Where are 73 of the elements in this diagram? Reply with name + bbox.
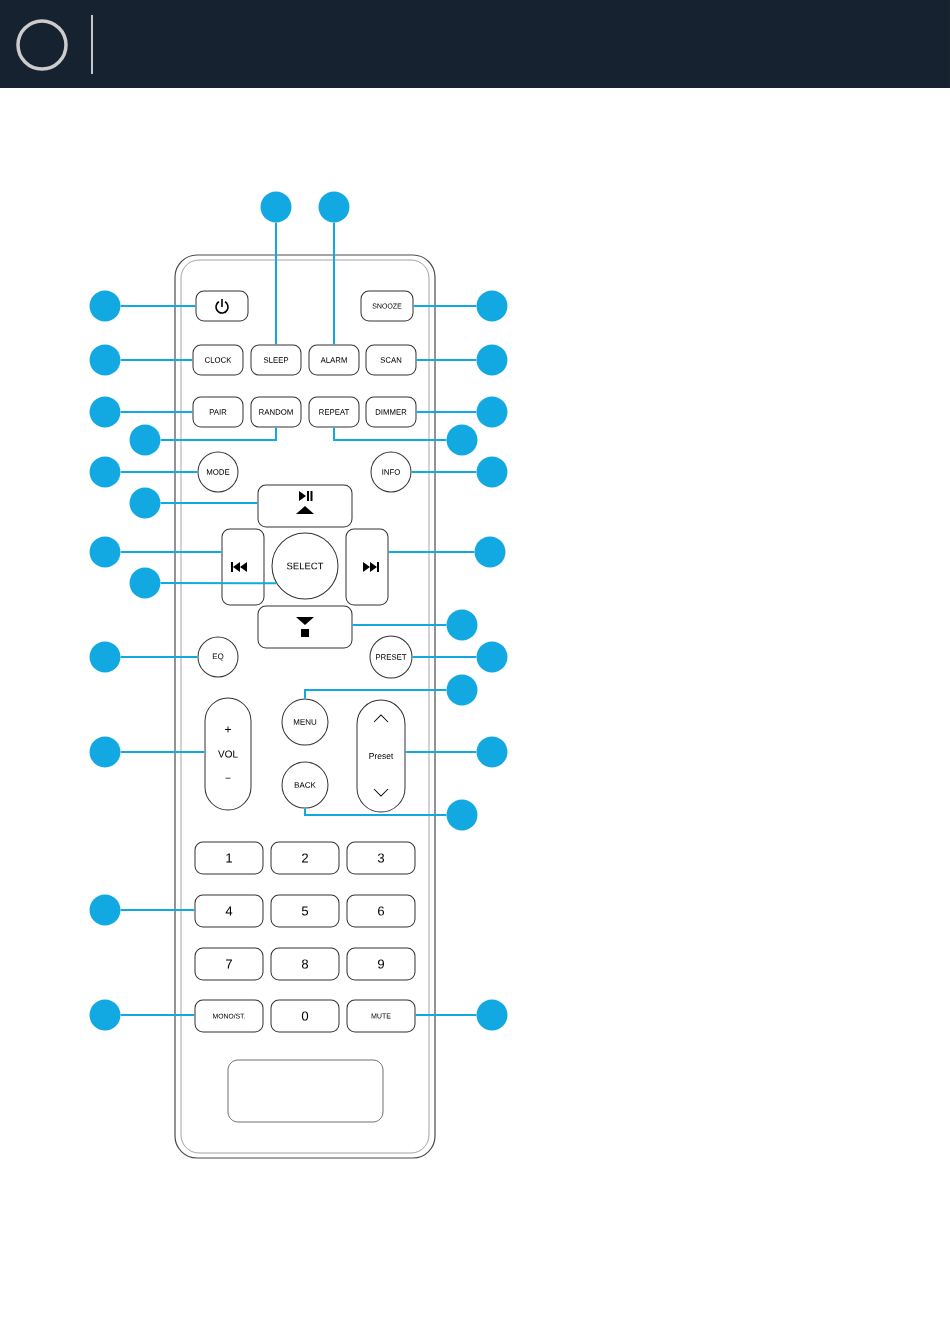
select-button: SELECT bbox=[271, 532, 339, 600]
callout-circle bbox=[129, 424, 161, 456]
leader-line bbox=[159, 502, 259, 504]
callout-circle bbox=[89, 536, 121, 568]
volume-rocker: + VOL − bbox=[204, 697, 252, 811]
leader-line bbox=[119, 1014, 196, 1016]
leader-line bbox=[412, 305, 478, 307]
callout-circle bbox=[476, 736, 508, 768]
callout-circle bbox=[89, 894, 121, 926]
callout-circle bbox=[476, 344, 508, 376]
number-button: 4 bbox=[194, 894, 264, 928]
number-button: 7 bbox=[194, 947, 264, 981]
callout-circle bbox=[89, 344, 121, 376]
callout-circle bbox=[89, 999, 121, 1031]
preset-rocker: Preset bbox=[356, 699, 406, 813]
callout-circle bbox=[89, 641, 121, 673]
leader-line bbox=[119, 471, 199, 473]
callout-circle bbox=[476, 290, 508, 322]
leader-line bbox=[333, 221, 335, 346]
leader-line bbox=[415, 411, 478, 413]
leader-line bbox=[119, 751, 206, 753]
power-button bbox=[195, 290, 249, 322]
callout-circle bbox=[89, 290, 121, 322]
number-button: 1 bbox=[194, 841, 264, 875]
number-button: 9 bbox=[346, 947, 416, 981]
round-button: EQ bbox=[197, 636, 239, 678]
number-button: 6 bbox=[346, 894, 416, 928]
leader-line bbox=[414, 1014, 478, 1016]
leader-line bbox=[119, 359, 194, 361]
leader-line bbox=[333, 426, 448, 441]
leader-line bbox=[119, 656, 199, 658]
leader-line bbox=[119, 305, 197, 307]
leader-line bbox=[159, 582, 278, 585]
callout-circle bbox=[446, 609, 478, 641]
number-button: 2 bbox=[270, 841, 340, 875]
leader-line bbox=[387, 551, 476, 553]
round-button: BACK bbox=[281, 761, 329, 809]
leader-line bbox=[119, 551, 223, 553]
callout-circle bbox=[446, 424, 478, 456]
callout-circle bbox=[476, 396, 508, 428]
leader-line bbox=[415, 359, 478, 361]
previous-button bbox=[221, 528, 265, 606]
leader-line bbox=[119, 909, 196, 911]
callout-circle bbox=[474, 536, 506, 568]
number-button: 8 bbox=[270, 947, 340, 981]
number-button: 0 bbox=[270, 999, 340, 1033]
next-button bbox=[345, 528, 389, 606]
callout-circle bbox=[446, 799, 478, 831]
round-button: MENU bbox=[281, 698, 329, 746]
callout-circle bbox=[476, 999, 508, 1031]
number-button: 5 bbox=[270, 894, 340, 928]
leader-line bbox=[410, 471, 478, 473]
callout-circle bbox=[446, 674, 478, 706]
callout-circle bbox=[129, 567, 161, 599]
leader-line bbox=[351, 624, 448, 626]
leader-line bbox=[304, 689, 448, 700]
leader-line bbox=[304, 807, 448, 816]
callout-circle bbox=[260, 191, 292, 223]
callout-circle bbox=[318, 191, 350, 223]
leader-line bbox=[404, 751, 478, 753]
play-pause-button bbox=[257, 484, 353, 528]
callout-circle bbox=[89, 736, 121, 768]
leader-line bbox=[275, 221, 277, 346]
callout-circle bbox=[89, 456, 121, 488]
leader-line bbox=[119, 411, 194, 413]
stop-button bbox=[257, 605, 353, 649]
callout-circle bbox=[476, 456, 508, 488]
leader-line bbox=[411, 656, 478, 658]
callout-circle bbox=[89, 396, 121, 428]
callout-circle bbox=[476, 641, 508, 673]
callout-circle bbox=[129, 487, 161, 519]
number-button: 3 bbox=[346, 841, 416, 875]
leader-line bbox=[159, 426, 277, 441]
